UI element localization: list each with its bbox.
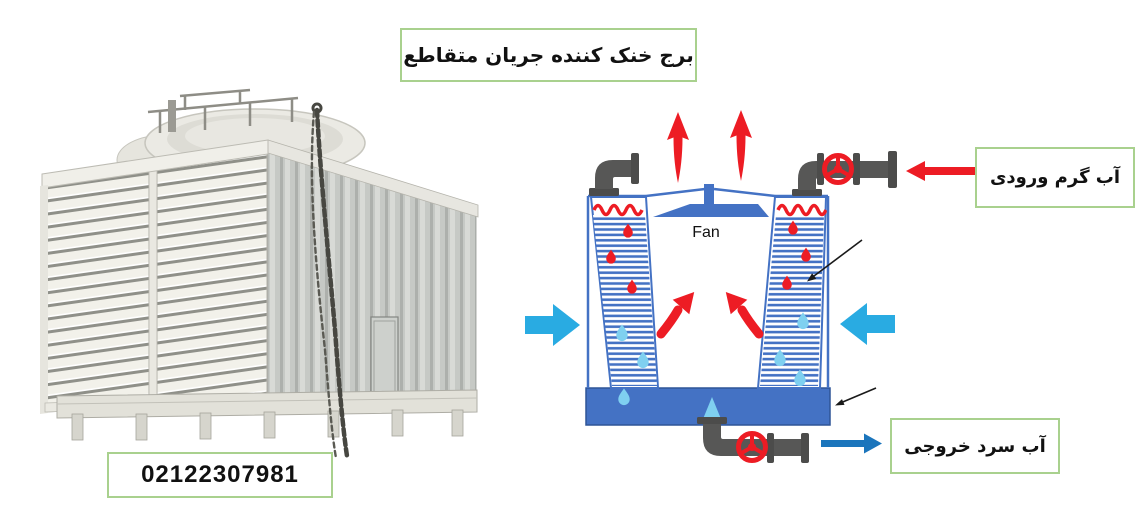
air-inlet-arrow-icon bbox=[525, 304, 580, 346]
cold-water-label: آب سرد خروجی bbox=[904, 435, 1046, 457]
chain bbox=[310, 102, 350, 460]
cold-water-outlet-arrow-icon bbox=[821, 433, 882, 454]
cooling-tower-schematic: Fan bbox=[525, 110, 976, 463]
side-panel bbox=[267, 139, 479, 404]
hot-water-inlet-arrow-icon bbox=[906, 161, 976, 181]
hot-water-wave-icon bbox=[776, 203, 828, 217]
fan-shaft bbox=[704, 184, 714, 217]
title-box: برج خنک کننده جریان متقاطع bbox=[400, 28, 697, 82]
fan-label: Fan bbox=[692, 224, 720, 241]
phone-number: 02122307981 bbox=[141, 461, 299, 488]
rising-air-arrow-icon bbox=[656, 292, 695, 339]
rising-air-arrow-icon bbox=[725, 292, 764, 339]
page-title: برج خنک کننده جریان متقاطع bbox=[403, 43, 694, 67]
leader-arrow-fill bbox=[807, 239, 863, 282]
cowl-pipe bbox=[168, 100, 176, 132]
pipe-inlet-right bbox=[792, 151, 897, 196]
hot-water-label-box: آب گرم ورودی bbox=[975, 147, 1135, 208]
pipe-inlet-left bbox=[589, 153, 639, 196]
cooling-tower-photo bbox=[40, 88, 479, 460]
access-door bbox=[370, 316, 399, 401]
phone-box: 02122307981 bbox=[107, 452, 333, 498]
hot-water-label: آب گرم ورودی bbox=[989, 167, 1121, 188]
cold-water-label-box: آب سرد خروجی bbox=[890, 418, 1060, 474]
air-inlet-arrow-icon bbox=[840, 303, 895, 345]
exhaust-air-arrow-icon bbox=[667, 112, 689, 183]
leader-arrow-basin bbox=[835, 387, 877, 406]
fan-blades bbox=[653, 204, 769, 217]
pipe-outlet-bottom bbox=[697, 417, 809, 463]
base-frame bbox=[56, 389, 478, 441]
louver-panel bbox=[40, 139, 269, 414]
tower-casing bbox=[586, 187, 830, 388]
hot-water-wave-icon bbox=[592, 203, 644, 217]
exhaust-air-arrow-icon bbox=[730, 110, 752, 181]
basin-water-drop-icon bbox=[703, 397, 721, 419]
